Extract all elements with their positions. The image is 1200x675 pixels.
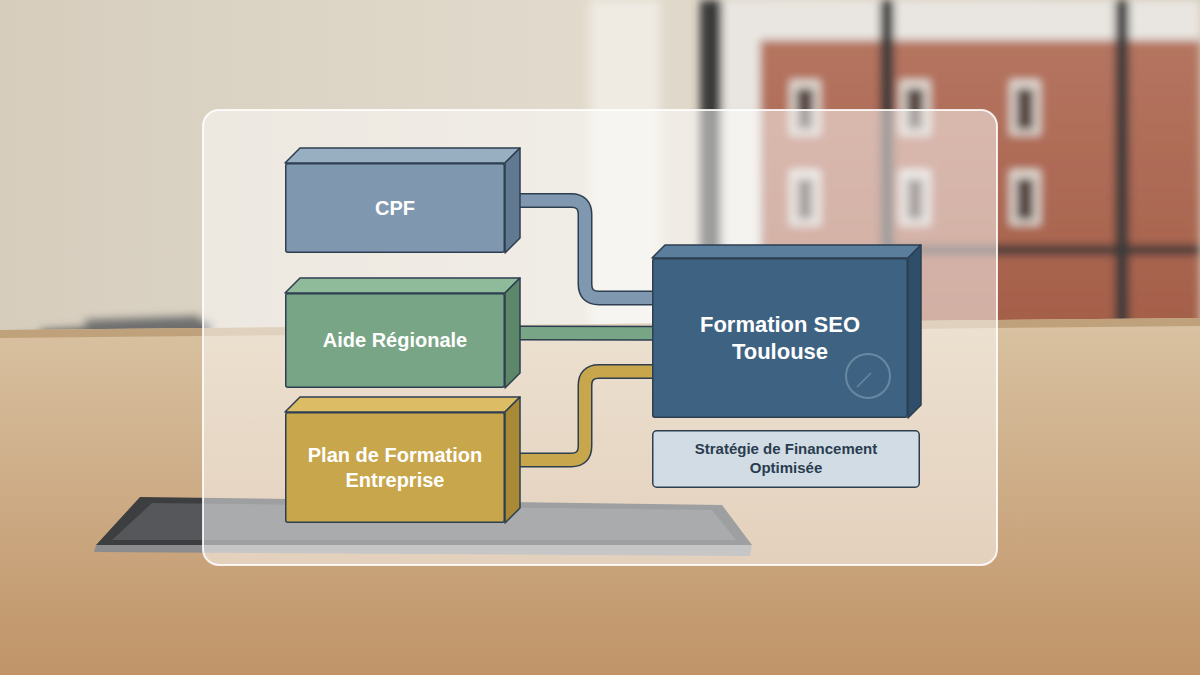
strategy-box: Stratégie de Financement Optimisée bbox=[652, 430, 920, 488]
node-label: Stratégie de Financement Optimisée bbox=[686, 440, 886, 478]
compass-icon bbox=[846, 354, 890, 398]
pipe-connector bbox=[520, 372, 652, 460]
funding-box: CPF bbox=[285, 163, 505, 253]
funding-box: Aide Régionale bbox=[285, 293, 505, 388]
pipe-connector bbox=[520, 333, 652, 334]
pipe-connector bbox=[520, 201, 652, 299]
box-face bbox=[652, 258, 908, 418]
node-label: Aide Régionale bbox=[323, 328, 467, 353]
target-box: Formation SEO Toulouse bbox=[652, 258, 908, 418]
node-label: Formation SEO Toulouse bbox=[674, 311, 886, 366]
box-face bbox=[285, 412, 505, 523]
node-label: CPF bbox=[375, 196, 415, 221]
node-label: Plan de Formation Entreprise bbox=[299, 443, 491, 493]
funding-box: Plan de Formation Entreprise bbox=[285, 412, 505, 523]
